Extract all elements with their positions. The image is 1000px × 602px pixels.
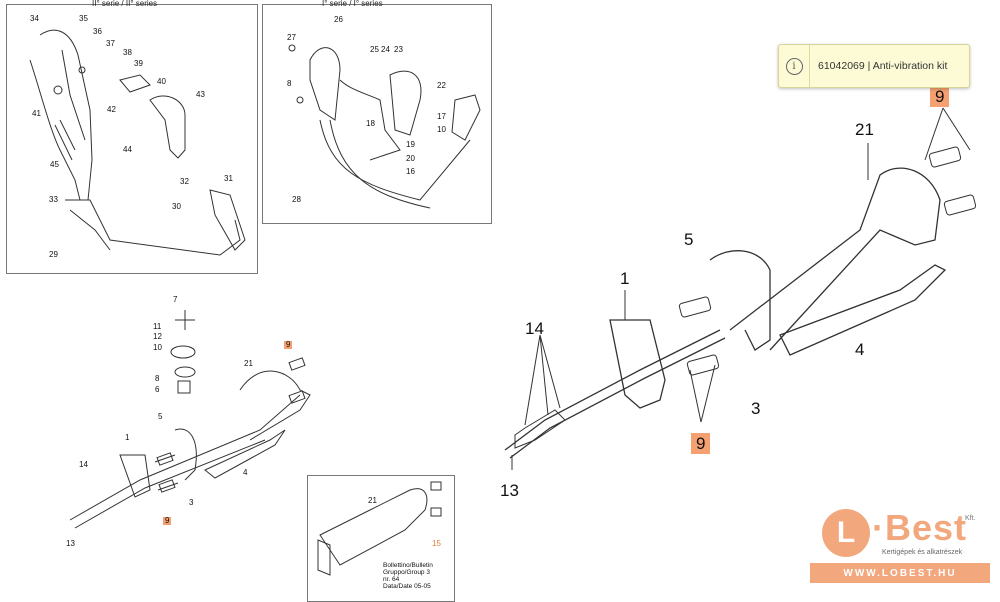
label-15-inset[interactable]: 15: [432, 539, 441, 548]
label-14: 14: [525, 319, 544, 338]
label-4-mid: 4: [243, 468, 248, 477]
label-21: 21: [855, 120, 874, 139]
label-26: 26: [334, 15, 343, 24]
panel-series-2: [6, 4, 258, 274]
label-5: 5: [684, 230, 694, 249]
bulletin-line-4: Data/Date 05-05: [383, 583, 431, 590]
label-45: 45: [50, 160, 59, 169]
label-31: 31: [224, 174, 233, 183]
label-21-inset: 21: [368, 496, 377, 505]
label-6: 6: [155, 385, 160, 394]
label-23: 23: [394, 45, 403, 54]
label-33: 33: [49, 195, 58, 204]
bulletin-line-2: Gruppo/Group 3: [383, 569, 430, 576]
label-40: 40: [157, 77, 166, 86]
part-tooltip: i 61042069 | Anti-vibration kit: [778, 44, 970, 88]
label-39: 39: [134, 59, 143, 68]
label-30: 30: [172, 202, 181, 211]
label-13: 13: [500, 481, 519, 500]
label-9-mid-bottom[interactable]: 9: [163, 516, 172, 525]
label-9-mid-top[interactable]: 9: [284, 340, 293, 349]
label-12: 12: [153, 332, 162, 341]
panel-bulletin-inset: [307, 475, 455, 602]
label-14-mid: 14: [79, 460, 88, 469]
label-9-bottom[interactable]: 9: [691, 433, 711, 454]
label-42: 42: [107, 105, 116, 114]
label-13-mid: 13: [66, 539, 75, 548]
label-7: 7: [173, 295, 178, 304]
label-5-mid: 5: [158, 412, 163, 421]
label-44: 44: [123, 145, 132, 154]
label-27: 27: [287, 33, 296, 42]
bulletin-line-3: nr. 64: [383, 576, 400, 583]
panel-series-1-title: I° serie / I° series: [322, 0, 383, 8]
label-22: 22: [437, 81, 446, 90]
label-17: 17: [437, 112, 446, 121]
label-3: 3: [751, 399, 761, 418]
label-11: 11: [153, 322, 162, 331]
label-28: 28: [292, 195, 301, 204]
logo-tagline: Kertigépek és alkatrészek: [882, 549, 963, 556]
logo-website[interactable]: WWW.LOBEST.HU: [810, 563, 990, 583]
label-19: 19: [406, 140, 415, 149]
label-34: 34: [30, 14, 39, 23]
label-20: 20: [406, 154, 415, 163]
label-9-top[interactable]: 9: [930, 86, 950, 107]
label-16: 16: [406, 167, 415, 176]
label-8: 8: [287, 79, 292, 88]
info-icon: i: [779, 45, 810, 87]
label-21-mid: 21: [244, 359, 253, 368]
label-24: 24: [381, 45, 390, 54]
label-1: 1: [620, 269, 630, 288]
tooltip-text: 61042069 | Anti-vibration kit: [818, 60, 948, 72]
label-10: 10: [437, 125, 446, 134]
label-25: 25: [370, 45, 379, 54]
label-37: 37: [106, 39, 115, 48]
label-43: 43: [196, 90, 205, 99]
label-36: 36: [93, 27, 102, 36]
label-38: 38: [123, 48, 132, 57]
bulletin-text: Bollettino/Bulletin Gruppo/Group 3 nr. 6…: [383, 562, 433, 590]
label-29: 29: [49, 250, 58, 259]
label-41: 41: [32, 109, 41, 118]
logo-suffix: Kft.: [965, 515, 976, 522]
label-18: 18: [366, 119, 375, 128]
label-1-mid: 1: [125, 433, 130, 442]
lobest-logo: L ·Best Kft. Kertigépek és alkatrészek W…: [810, 505, 990, 585]
panel-series-2-title: II° serie / II° series: [92, 0, 158, 8]
logo-mark: L: [822, 509, 870, 557]
label-32: 32: [180, 177, 189, 186]
label-35: 35: [79, 14, 88, 23]
label-3-mid: 3: [189, 498, 194, 507]
bulletin-line-1: Bollettino/Bulletin: [383, 562, 433, 569]
label-10-mid: 10: [153, 343, 162, 352]
label-8-mid: 8: [155, 374, 160, 383]
logo-name: ·Best: [872, 507, 968, 548]
label-4: 4: [855, 340, 865, 359]
